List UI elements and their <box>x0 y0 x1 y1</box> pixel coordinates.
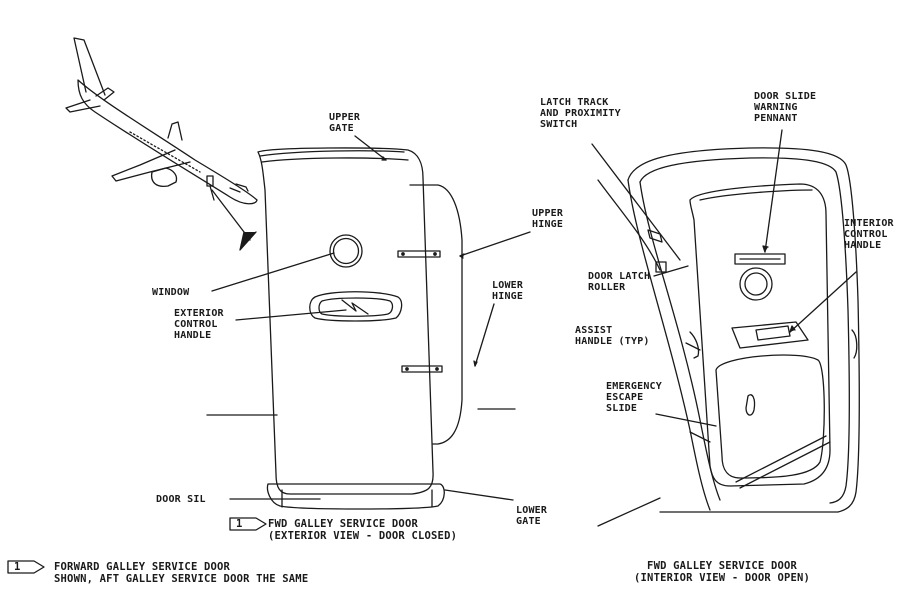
label-upper-hinge: UPPER HINGE <box>532 208 564 230</box>
label-upper-gate: UPPER GATE <box>329 112 361 134</box>
interior-door-drawing <box>597 147 860 527</box>
label-lower-gate: LOWER GATE <box>516 505 548 527</box>
label-door-sil: DOOR SIL <box>156 494 206 505</box>
label-interior-control-handle: INTERIOR CONTROL HANDLE <box>844 218 894 251</box>
label-assist-handle: ASSIST HANDLE (TYP) <box>575 325 650 347</box>
note-flag-icons <box>7 517 267 574</box>
airplane-locator-icon <box>65 37 258 251</box>
footnote-text: FORWARD GALLEY SERVICE DOOR SHOWN, AFT G… <box>54 561 309 585</box>
label-exterior-control-handle: EXTERIOR CONTROL HANDLE <box>174 308 224 341</box>
label-door-slide-warning-pennant: DOOR SLIDE WARNING PENNANT <box>754 91 817 124</box>
label-latch-track: LATCH TRACK AND PROXIMITY SWITCH <box>540 97 621 130</box>
label-lower-hinge: LOWER HINGE <box>492 280 524 302</box>
exterior-door-drawing <box>206 147 516 510</box>
label-window: WINDOW <box>152 287 190 298</box>
caption-note-number: 1 <box>236 518 243 530</box>
label-emergency-escape-slide: EMERGENCY ESCAPE SLIDE <box>606 381 662 414</box>
caption-exterior-view: FWD GALLEY SERVICE DOOR (EXTERIOR VIEW -… <box>268 518 458 542</box>
label-door-latch-roller: DOOR LATCH ROLLER <box>588 271 651 293</box>
exterior-leader-lines <box>211 135 531 501</box>
interior-leader-lines <box>591 129 857 427</box>
caption-interior-view: FWD GALLEY SERVICE DOOR (INTERIOR VIEW -… <box>634 560 811 584</box>
footnote-flag-number: 1 <box>14 561 21 573</box>
